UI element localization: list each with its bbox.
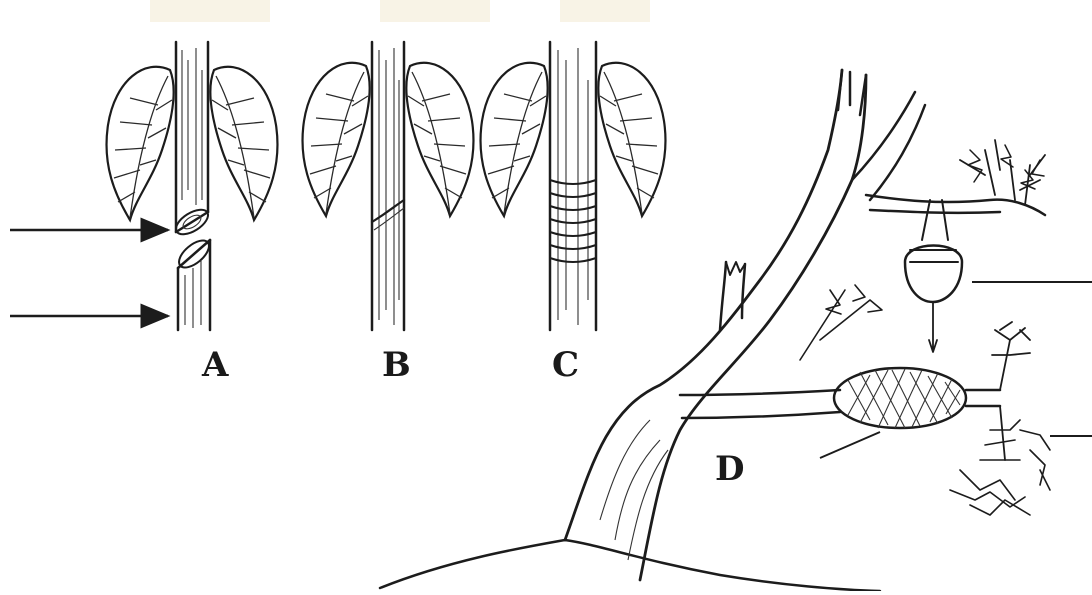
panel-c-healed-stem [481, 42, 666, 330]
panel-b-joined-stem [303, 42, 474, 330]
label-d: D [715, 452, 744, 486]
panel-a-grafting [10, 42, 277, 330]
watermark-strip [560, 0, 650, 22]
label-c: C [552, 348, 579, 382]
watermark-strip [150, 0, 270, 22]
label-a: A [202, 348, 228, 382]
watermark-strip [380, 0, 490, 22]
label-b: B [382, 348, 411, 382]
